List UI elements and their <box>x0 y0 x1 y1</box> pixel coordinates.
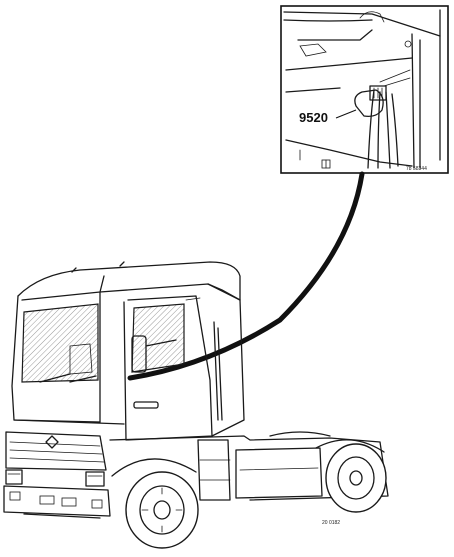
side-mirror <box>131 335 147 373</box>
truck-cab <box>11 261 245 441</box>
callout-cable <box>127 171 365 381</box>
part-number-label: 9520 <box>299 110 328 125</box>
inset-reference: 78 58344 <box>406 166 427 172</box>
leader-line <box>335 109 357 119</box>
headlight-right <box>85 471 105 487</box>
detail-inset: 9520 78 58344 <box>280 5 449 174</box>
front-wheel <box>125 471 199 549</box>
fuel-tank <box>235 447 323 499</box>
truck-chassis <box>109 431 389 501</box>
rear-wheel <box>325 443 387 513</box>
figure-reference: 20 0182 <box>322 520 340 526</box>
side-window <box>131 303 185 373</box>
truck-front <box>3 431 231 519</box>
windshield <box>21 303 99 383</box>
brand-logo <box>45 435 59 449</box>
connector-9520 <box>354 85 387 118</box>
headlight-left <box>5 469 23 485</box>
